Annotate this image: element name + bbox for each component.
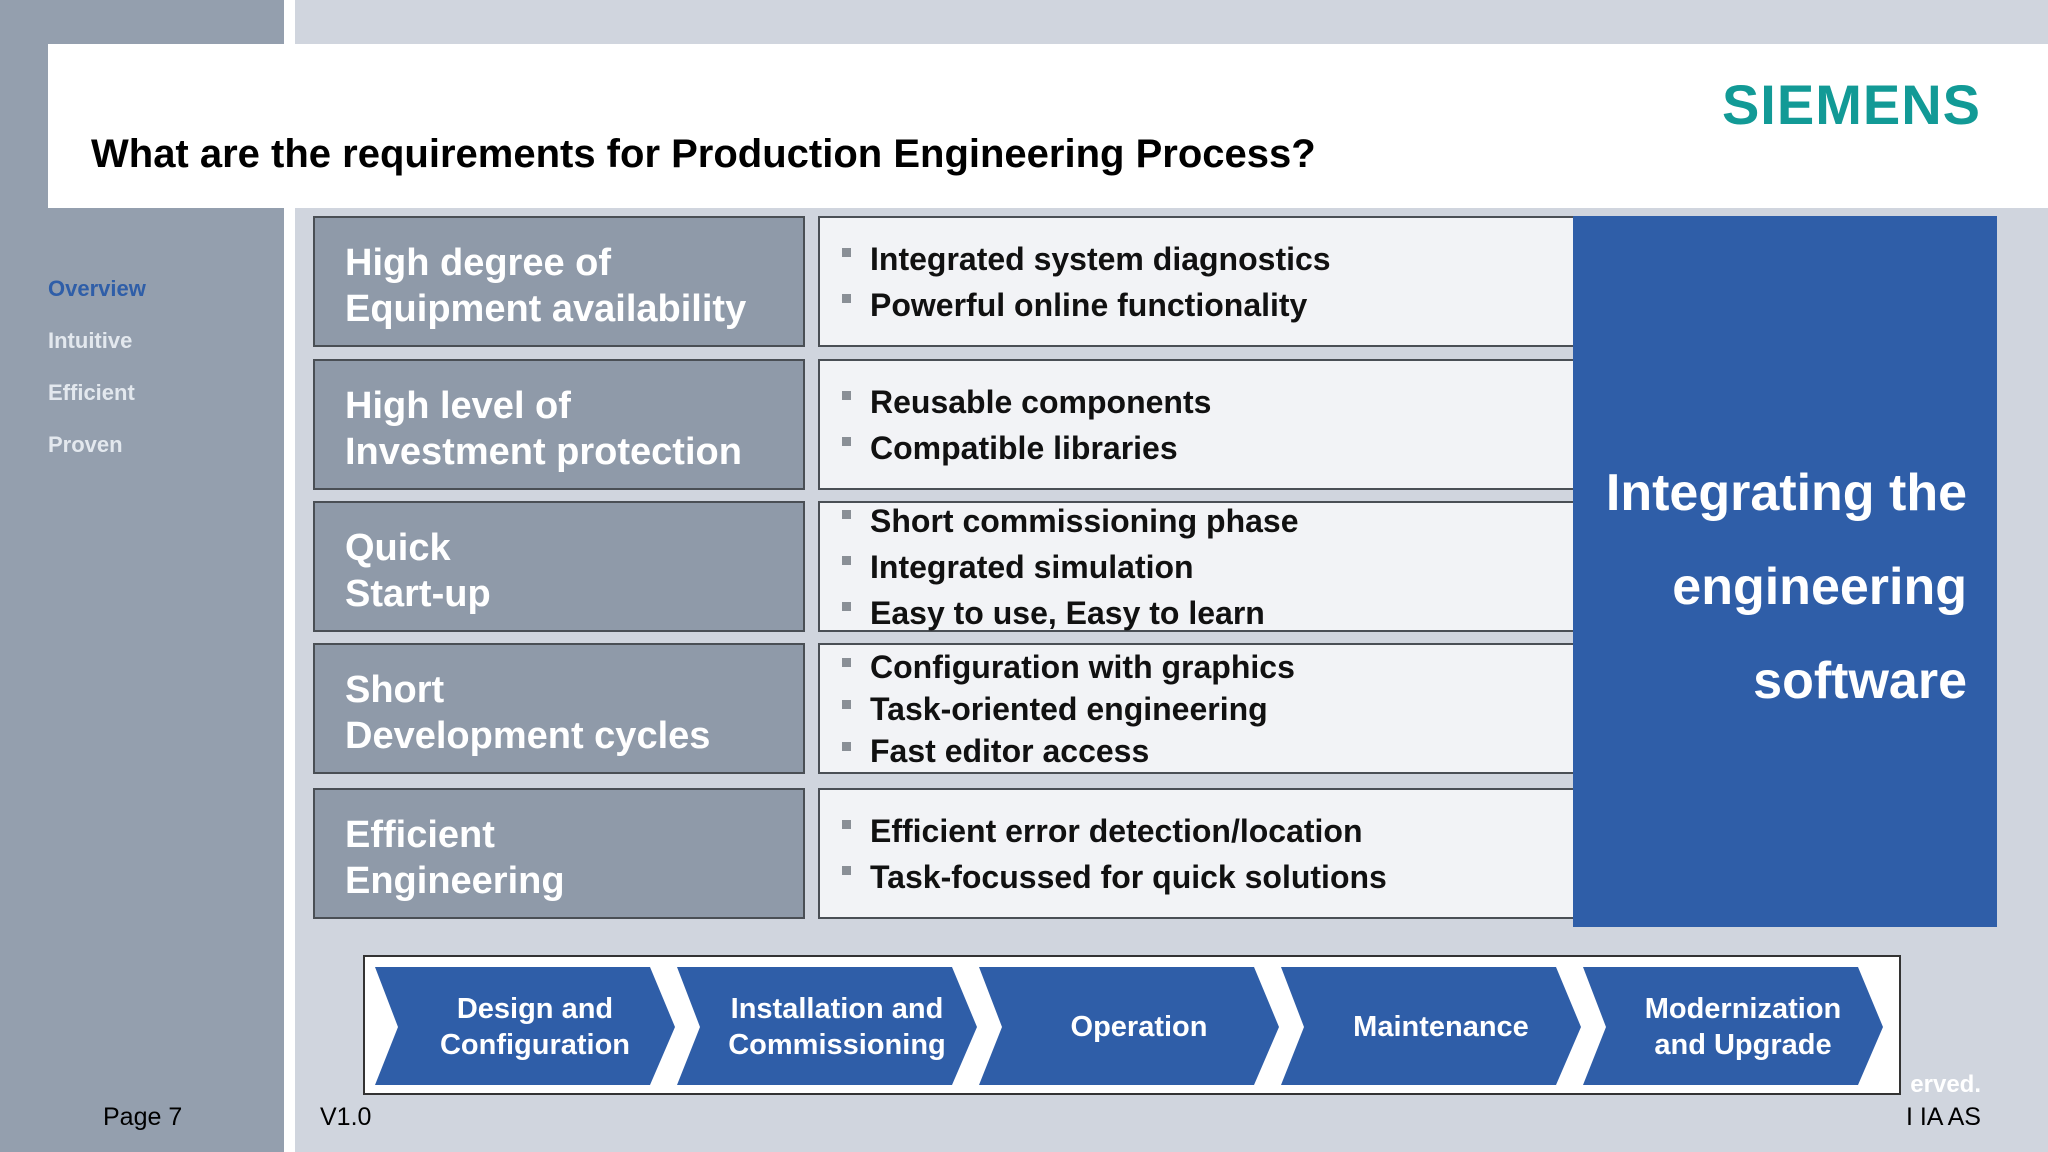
solution-bullet: Task-oriented engineering: [842, 688, 1573, 730]
solution-bullet: Fast editor access: [842, 730, 1573, 772]
solution-bullet: Integrated system diagnostics: [842, 236, 1573, 282]
lifecycle-step-label: Modernization and Upgrade: [1644, 993, 1842, 1061]
solution-card-engineering: Efficient error detection/location Task-…: [818, 788, 1573, 919]
solution-card-startup: Short commissioning phase Integrated sim…: [818, 501, 1573, 632]
requirement-title: Short Development cycles: [345, 669, 711, 757]
lifecycle-step-design[interactable]: Design and Configuration: [385, 967, 685, 1087]
requirements-grid: Integrating the engineering software Hig…: [310, 216, 2000, 930]
lifecycle-step-label: Design and Configuration: [439, 993, 631, 1061]
department-label: I IA AS: [1905, 1103, 1981, 1131]
siemens-logo: SIEMENS: [1721, 73, 1981, 136]
nav-item-intuitive[interactable]: Intuitive: [48, 328, 133, 353]
lifecycle-chevrons: [375, 967, 1883, 1085]
chevron-shape: [979, 967, 1279, 1085]
requirement-card-investment: High level of Investment protection: [313, 359, 805, 490]
solution-bullet: Powerful online functionality: [842, 282, 1573, 328]
lifecycle-step-label: Maintenance: [1353, 1011, 1529, 1043]
solution-bullet: Efficient error detection/location: [842, 808, 1573, 854]
version-label: V1.0: [320, 1103, 372, 1131]
solution-bullet: Configuration with graphics: [842, 646, 1573, 688]
integration-line-3: software: [1753, 652, 1967, 710]
slide-navigation: Overview Intuitive Efficient Proven: [48, 274, 146, 482]
solution-bullet: Integrated simulation: [842, 544, 1573, 590]
page-number: Page 7: [103, 1103, 183, 1131]
page-title: What are the requirements for Production…: [91, 132, 1316, 176]
lifecycle-step-maintenance[interactable]: Maintenance: [1291, 967, 1591, 1087]
copyright-fragment: erved.: [1910, 1071, 1981, 1098]
requirement-title: Efficient Engineering: [345, 814, 565, 902]
solution-bullet: Compatible libraries: [842, 425, 1573, 471]
chevron-shape: [1281, 967, 1581, 1085]
lifecycle-step-installation[interactable]: Installation and Commissioning: [687, 967, 987, 1087]
requirement-title: Quick Start-up: [345, 527, 491, 615]
nav-item-proven[interactable]: Proven: [48, 432, 123, 457]
sidebar-divider: [284, 0, 295, 1152]
nav-item-overview[interactable]: Overview: [48, 276, 146, 301]
integration-statement: Integrating the engineering software: [1547, 446, 1967, 728]
solution-card-investment: Reusable components Compatible libraries: [818, 359, 1573, 490]
chevron-shape: [1583, 967, 1883, 1085]
chevron-shape: [677, 967, 977, 1085]
requirement-card-startup: Quick Start-up: [313, 501, 805, 632]
lifecycle-step-label: Operation: [1070, 1011, 1208, 1043]
integration-line-1: Integrating the: [1605, 464, 1967, 522]
requirement-card-development: Short Development cycles: [313, 643, 805, 774]
lifecycle-step-label: Installation and Commissioning: [728, 993, 946, 1061]
nav-item-efficient[interactable]: Efficient: [48, 380, 135, 405]
integration-panel: Integrating the engineering software: [1573, 216, 1997, 927]
requirement-card-availability: High degree of Equipment availability: [313, 216, 805, 347]
chevron-shape: [375, 967, 675, 1085]
requirement-card-engineering: Efficient Engineering: [313, 788, 805, 919]
slide-header: What are the requirements for Production…: [48, 44, 2048, 208]
solution-bullet: Short commissioning phase: [842, 498, 1573, 544]
lifecycle-step-operation[interactable]: Operation: [989, 967, 1289, 1087]
solution-card-availability: Integrated system diagnostics Powerful o…: [818, 216, 1573, 347]
solution-bullet: Reusable components: [842, 379, 1573, 425]
integration-line-2: engineering: [1672, 558, 1967, 616]
lifecycle-step-modernization[interactable]: Modernization and Upgrade: [1593, 967, 1893, 1087]
solution-card-development: Configuration with graphics Task-oriente…: [818, 643, 1573, 774]
requirement-title: High degree of Equipment availability: [345, 242, 747, 330]
solution-bullet: Easy to use, Easy to learn: [842, 590, 1573, 636]
solution-bullet: Task-focussed for quick solutions: [842, 854, 1573, 900]
lifecycle-process: Design and Configuration Installation an…: [363, 955, 1901, 1095]
requirement-title: High level of Investment protection: [345, 385, 742, 473]
